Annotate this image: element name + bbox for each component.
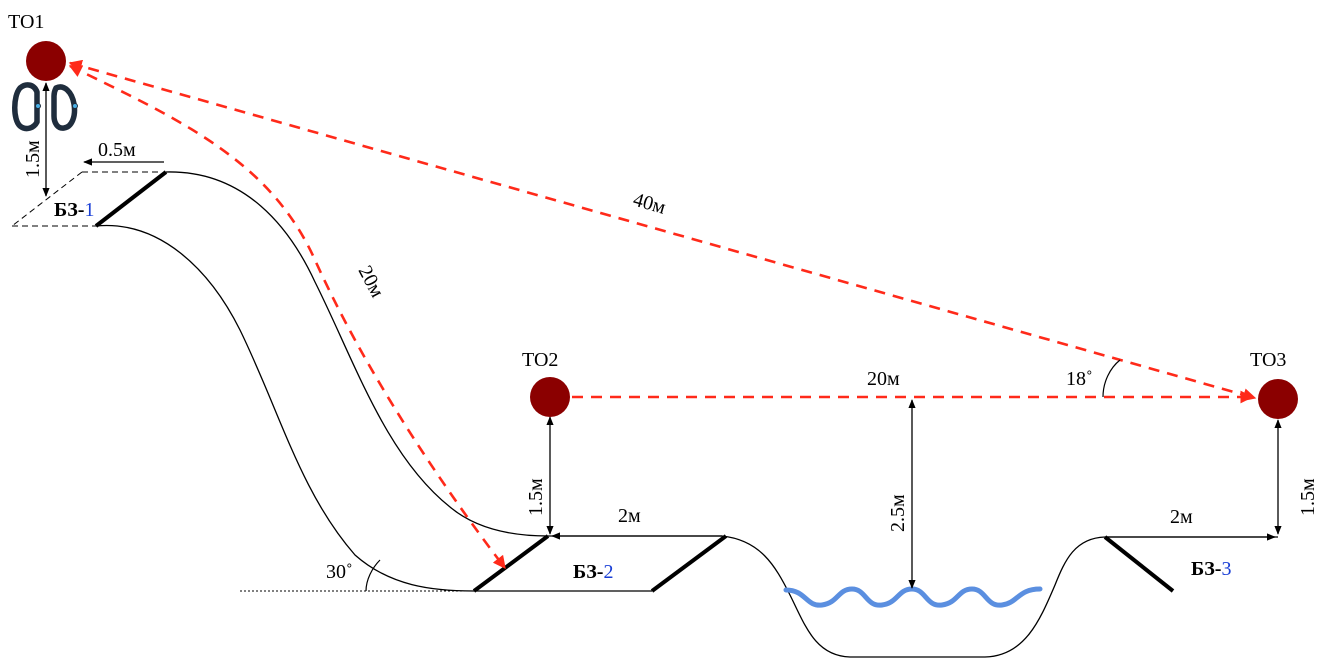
routes <box>68 59 1257 570</box>
bz3-edge <box>1103 535 1175 593</box>
to1-height-label: 1.5м <box>22 140 44 178</box>
to1-label: ТО1 <box>8 11 44 33</box>
zone-edges <box>94 170 1175 593</box>
terrain <box>11 171 1278 658</box>
to3-label: ТО3 <box>1250 349 1286 371</box>
distance-to2-to3-label: 20м <box>867 368 900 390</box>
bz2-right-edge <box>650 534 728 593</box>
water-height-label: 2.5м <box>887 494 909 532</box>
bz3-label: БЗ-3 <box>1191 558 1231 580</box>
river-valley-curve <box>721 535 1106 658</box>
to3-node <box>1258 379 1298 419</box>
bz3-width-label: 2м <box>1170 506 1193 528</box>
distance-to1-to2-label: 20м <box>354 262 389 301</box>
bz2-number: 2 <box>603 561 613 583</box>
bz2-width-label: 2м <box>618 505 641 527</box>
top-angle-label: 18˚ <box>1066 368 1093 390</box>
bz3-number: 3 <box>1221 558 1231 580</box>
water-wave <box>783 586 1043 608</box>
bz2-label: БЗ-2 <box>573 561 613 583</box>
to2-node <box>530 377 570 417</box>
route-to1-to3 <box>68 59 1257 402</box>
bz1-width-label: 0.5м <box>98 139 136 161</box>
top-angle-arc <box>1102 359 1121 398</box>
to3-height-label: 1.5м <box>1297 478 1319 516</box>
to2-label: ТО2 <box>522 349 558 371</box>
to2-height-label: 1.5м <box>525 478 547 516</box>
slope-lower-curve <box>95 224 475 592</box>
bz1-number: 1 <box>84 199 94 221</box>
slope-upper-curve <box>165 171 549 537</box>
bz1-edge <box>94 170 168 228</box>
to1-node <box>26 41 66 81</box>
bz2-left-edge <box>472 534 550 593</box>
dimensions <box>42 82 1282 589</box>
bz1-label: БЗ-1 <box>54 199 94 221</box>
slope-angle-label: 30˚ <box>326 561 353 583</box>
slope-angle-arc <box>365 559 381 592</box>
distance-to1-to3-label: 40м <box>631 189 669 219</box>
carabiner-icon <box>12 82 78 132</box>
